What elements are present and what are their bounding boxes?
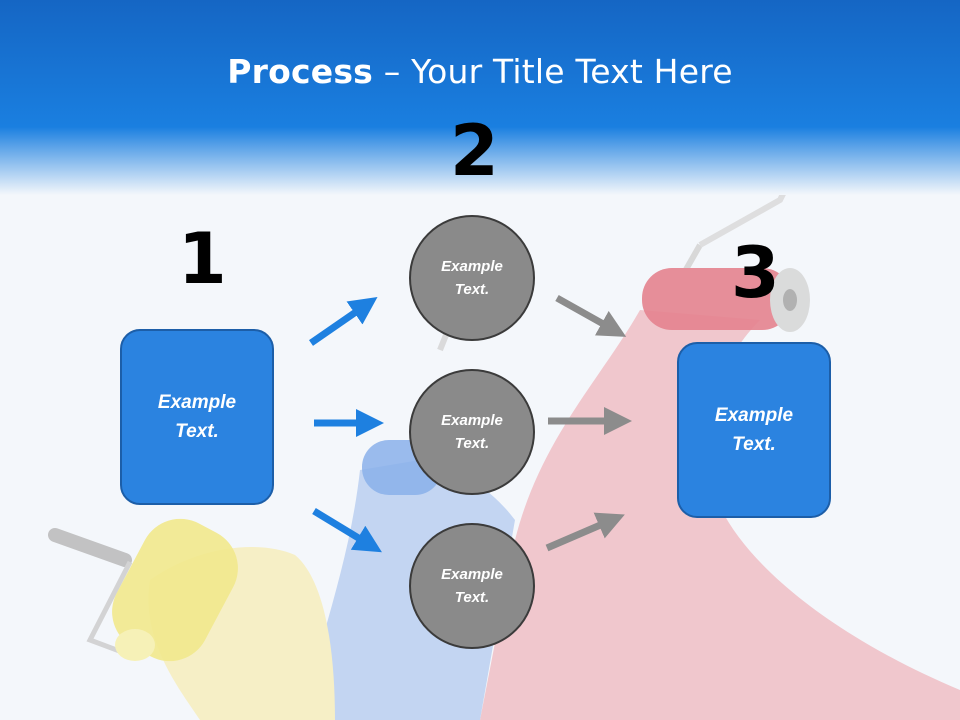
circle-middle-line2: Text.	[454, 435, 490, 452]
yellow-roller-image	[48, 518, 238, 662]
step-1-text-line1: Example	[157, 392, 237, 413]
title-bold: Process	[227, 52, 374, 91]
arrow-blue-up	[309, 297, 378, 346]
circle-bottom-line1: Example	[441, 566, 503, 583]
step-3-text-line1: Example	[714, 405, 794, 426]
step-number-3: 3	[731, 232, 780, 314]
slide-title: Process – Your Title Text Here	[0, 52, 960, 91]
step-number-1: 1	[178, 218, 227, 300]
step-number-2: 2	[450, 110, 499, 192]
circle-bottom-line2: Text.	[454, 589, 490, 606]
arrow-gray-up	[545, 512, 625, 552]
circle-top-line2: Text.	[454, 281, 490, 298]
circle-middle-line1: Example	[441, 412, 503, 429]
circle-top-line1: Example	[441, 258, 503, 275]
arrow-gray-down	[555, 294, 627, 337]
arrow-blue-down	[312, 508, 382, 553]
step-3-text-line2: Text.	[732, 434, 776, 455]
title-rest: – Your Title Text Here	[373, 52, 733, 91]
header-band	[0, 0, 960, 195]
step-1-text-line2: Text.	[175, 421, 219, 442]
